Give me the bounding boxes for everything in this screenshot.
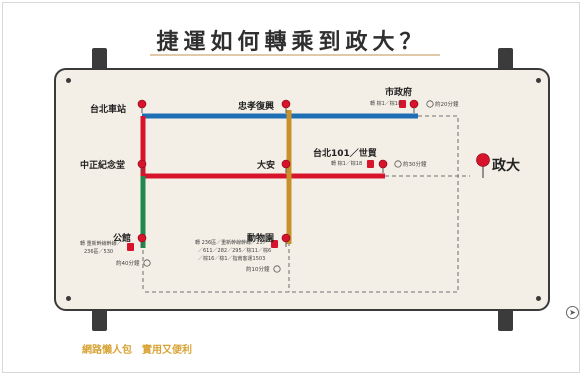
- bus-icon: [127, 243, 134, 251]
- time-city-hall: 約20分鐘: [435, 102, 459, 108]
- clock-icon: [143, 259, 151, 267]
- clock-icon: [426, 100, 434, 108]
- board-leg-top-left: [92, 48, 107, 70]
- station-pin-city-hall: [409, 99, 419, 109]
- bus-icon: [399, 100, 406, 108]
- station-label-taipei-main: 台北車站: [90, 105, 127, 115]
- bus-icon: [367, 160, 374, 168]
- board-screw: [536, 296, 541, 301]
- image-frame: [2, 2, 580, 373]
- bus-icon: [271, 240, 278, 248]
- station-label-gongguan: 公館: [113, 234, 132, 244]
- route-board: [54, 68, 550, 311]
- board-leg-bottom-left: [92, 309, 107, 331]
- clock-icon: [394, 160, 402, 168]
- station-pin-daan: [281, 159, 291, 169]
- destination-label: 政大: [492, 158, 520, 174]
- page-title: 捷運如何轉乘到政大？: [156, 30, 427, 55]
- station-label-cks-memorial: 中正紀念堂: [80, 161, 126, 171]
- board-leg-bottom-right: [498, 309, 513, 331]
- clock-icon: [273, 265, 281, 273]
- station-label-daan: 大安: [257, 161, 276, 171]
- transfer-note-gongguan-1: 轉 重新幹線幹線／: [80, 241, 122, 247]
- station-pin-cks-memorial: [137, 159, 147, 169]
- station-pin-zhongxiao-fuxing: [281, 99, 291, 109]
- time-gongguan: 約40分鐘: [116, 261, 140, 267]
- transfer-note-taipei101: 轉 棕1／棕18: [331, 161, 363, 167]
- transfer-note-zoo-1: 轉 236區／重新幹線幹線／237: [195, 240, 266, 246]
- title-underline: [150, 54, 440, 56]
- station-label-city-hall: 市政府: [385, 88, 413, 98]
- board-screw: [536, 78, 541, 83]
- transfer-note-city-hall: 轉 棕1／棕18: [370, 101, 402, 107]
- station-label-taipei-zoo: 動物園: [247, 234, 275, 244]
- time-taipei-zoo: 約10分鐘: [246, 267, 270, 273]
- station-pin-gongguan: [137, 233, 147, 243]
- station-label-taipei101: 台北101／世貿: [313, 149, 377, 159]
- station-pin-taipei101: [378, 159, 388, 169]
- transfer-note-zoo-2: ／611／282／295／棕11／棕6: [198, 248, 272, 254]
- footer-slogan: 網路懶人包 實用又便利: [82, 345, 192, 356]
- navigation-icon[interactable]: ➤: [566, 306, 579, 319]
- bus-route-dashed: [143, 115, 459, 293]
- station-pin-taipei-zoo: [281, 233, 291, 243]
- destination-pin: [476, 153, 490, 167]
- transfer-note-zoo-3: ／棕16／棕1／指南客運1503: [198, 256, 266, 262]
- board-screw: [66, 296, 71, 301]
- transfer-note-gongguan-2: 236區／530: [84, 249, 114, 255]
- time-taipei101: 約30分鐘: [403, 162, 427, 168]
- board-screw: [66, 78, 71, 83]
- board-leg-top-right: [498, 48, 513, 70]
- station-pin-taipei-main: [137, 99, 147, 109]
- station-label-zhongxiao-fuxing: 忠孝復興: [238, 102, 275, 112]
